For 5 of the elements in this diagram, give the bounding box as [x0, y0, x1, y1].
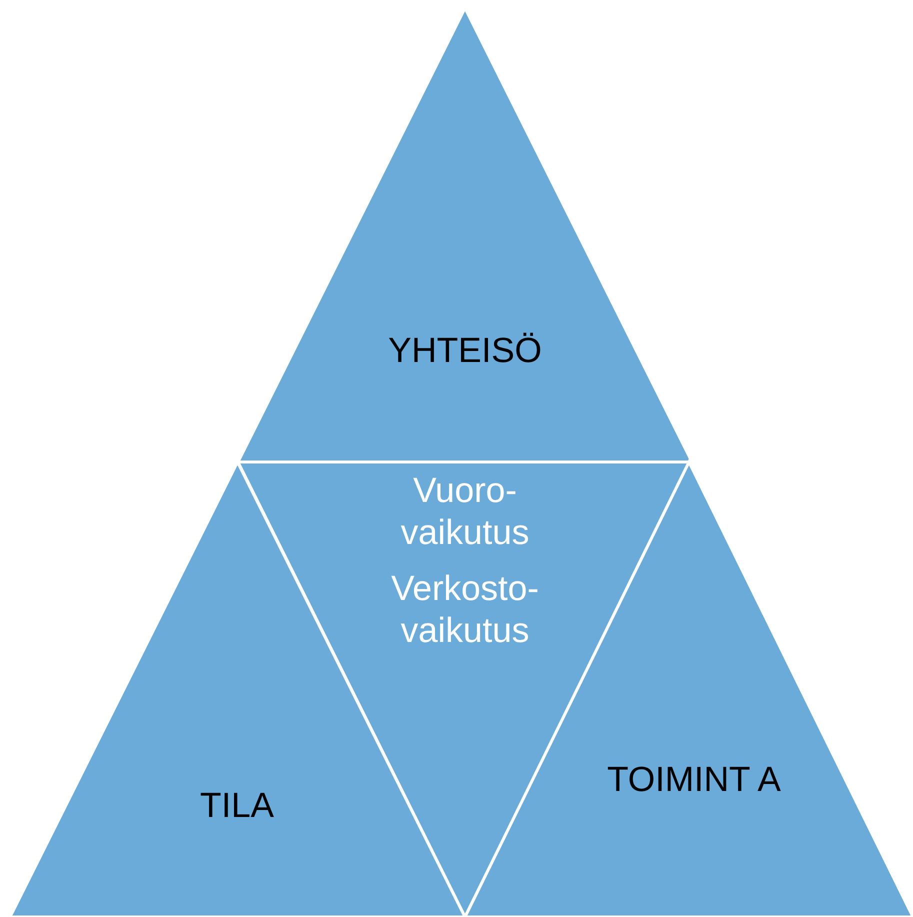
triangle-label: Verkosto- vaikutus: [390, 568, 540, 652]
triangle-label: TILA: [199, 785, 275, 827]
triangle-label: TOIMINT A: [606, 759, 782, 801]
triangle-label: Vuoro- vaikutus: [400, 470, 530, 554]
triangle-label: YHTEISÖ: [387, 330, 543, 372]
